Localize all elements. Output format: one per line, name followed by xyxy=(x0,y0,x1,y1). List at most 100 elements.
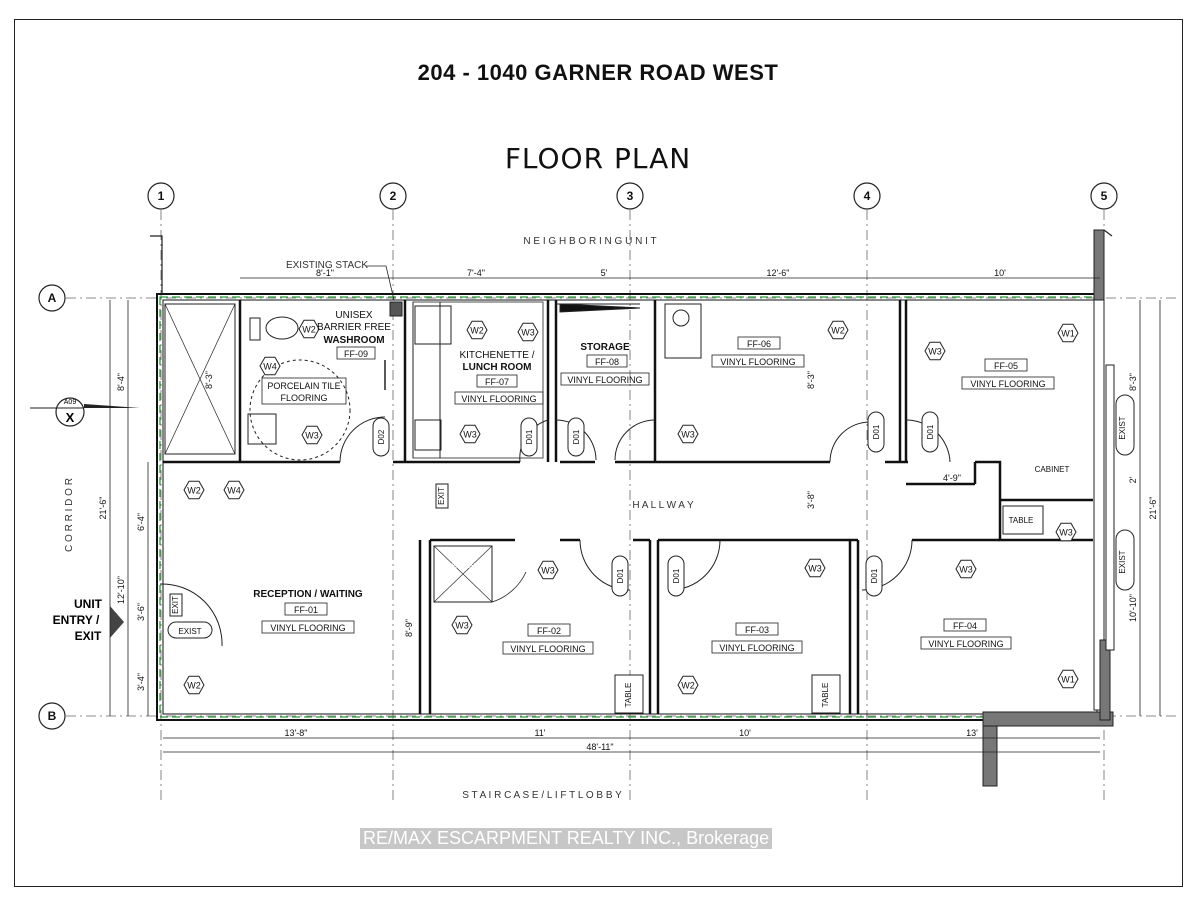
wall-tag-label-w2-0: W2 xyxy=(302,325,316,335)
office6-finish: VINYL FLOORING xyxy=(720,357,795,367)
washroom-finish-2: FLOORING xyxy=(280,393,327,403)
door-label-d01-g: D01 xyxy=(870,568,879,583)
dim-left-upper: 8'-4" xyxy=(116,373,126,391)
exist-label-2: EXIST xyxy=(1118,550,1127,573)
dim-bottom-2: 11' xyxy=(534,728,545,738)
wall-tag-w2-9 xyxy=(827,320,849,340)
kitchen-code: FF-07 xyxy=(485,377,509,387)
grid-label-b: B xyxy=(48,709,57,723)
door-label-d02: D02 xyxy=(377,429,386,444)
reception-code: FF-01 xyxy=(294,605,318,615)
dim-top-1: 8'-1" xyxy=(316,268,334,278)
shower: SHOWER xyxy=(433,545,527,603)
dim-top-5: 10' xyxy=(994,268,1006,278)
washroom-sink-icon xyxy=(247,413,277,445)
wall-tag-label-w3-8: W3 xyxy=(681,430,695,440)
dim-office6: 8'-3" xyxy=(806,371,816,389)
wall-tag-w3-14 xyxy=(451,615,473,635)
grid-bubble-b xyxy=(38,702,66,730)
dim-office2: 8'-9" xyxy=(404,619,414,637)
exit-label-entry: EXIT xyxy=(171,596,180,614)
floor-drain-icon xyxy=(672,309,690,327)
office5-code: FF-05 xyxy=(994,361,1018,371)
storage-finish: VINYL FLOORING xyxy=(567,375,642,385)
exit-sign-right-upper xyxy=(1115,394,1135,456)
door-tag-d01-storage xyxy=(567,417,585,457)
drawing-border xyxy=(14,19,1183,887)
grid-bubble-4 xyxy=(853,182,881,210)
wall-tag-w4-4 xyxy=(223,480,245,500)
door-tag-d01-office2 xyxy=(611,555,629,597)
unit-entry-3: EXIT xyxy=(75,629,102,643)
wall-tag-label-w3-15: W3 xyxy=(808,564,822,574)
wall-tag-w3-10 xyxy=(924,341,946,361)
storage-shelf xyxy=(559,303,641,313)
dimension-lines xyxy=(109,277,1161,753)
table-office3 xyxy=(811,674,841,714)
wall-tag-label-w2-17: W2 xyxy=(681,681,695,691)
toilet-icon xyxy=(265,316,299,340)
wall-tag-label-w2-3: W2 xyxy=(187,486,201,496)
washroom-name-2: BARRIER FREE xyxy=(317,322,391,333)
door-label-d01-d: D01 xyxy=(926,424,935,439)
shaft xyxy=(164,303,236,455)
toilet-tank-icon xyxy=(249,317,261,341)
office5-finish: VINYL FLOORING xyxy=(970,379,1045,389)
dim-right-outer: 21'-6" xyxy=(1148,497,1158,520)
finish-boundary xyxy=(159,296,1101,718)
section-ref: A09 xyxy=(64,399,77,406)
wall-tag-w3-13 xyxy=(537,560,559,580)
kitchen-name-1: KITCHENETTE / xyxy=(459,350,534,361)
shower-label: SHOWER xyxy=(447,563,479,570)
washroom-name-1: UNISEX xyxy=(335,310,373,321)
office4-code: FF-04 xyxy=(953,621,977,631)
dim-top-4: 12'-6" xyxy=(767,268,790,278)
wall-tag-label-w3-7: W3 xyxy=(463,430,477,440)
grid-bubble-1 xyxy=(147,182,175,210)
washroom-finish-1: PORCELAIN TILE xyxy=(267,381,340,391)
wall-tag-label-w2-5: W2 xyxy=(470,326,484,336)
door-label-d01-f: D01 xyxy=(672,568,681,583)
table-office2 xyxy=(614,674,644,714)
exit-box-entry xyxy=(169,593,183,617)
plan-title: FLOOR PLAN xyxy=(504,142,692,175)
watermark: RE/MAX ESCARPMENT REALTY INC., Brokerage xyxy=(360,828,773,849)
exit-sign-right-lower xyxy=(1115,529,1135,591)
grid-label-3: 3 xyxy=(627,189,634,203)
door-label-d01-b: D01 xyxy=(572,429,581,444)
door-tag-d01-kitchen xyxy=(520,417,538,457)
wall-tag-w3-2 xyxy=(301,425,323,445)
dim-top-2: 7'-4" xyxy=(467,268,485,278)
wall-tag-w2-18 xyxy=(183,675,205,695)
wall-tag-w3-15 xyxy=(804,558,826,578)
door-label-d01-a: D01 xyxy=(525,429,534,444)
dim-right-inner-3: 10'-10" xyxy=(1128,594,1138,622)
wall-tag-label-w3-13: W3 xyxy=(541,566,555,576)
dim-bottom-1: 13'-8" xyxy=(285,728,308,738)
existing-stack-label: EXISTING STACK xyxy=(286,260,368,271)
wall-tag-w2-3 xyxy=(183,480,205,500)
property-title: 204 - 1040 GARNER ROAD WEST xyxy=(417,60,779,85)
reception-finish: VINYL FLOORING xyxy=(270,623,345,633)
exit-label-hallway: EXIT xyxy=(437,487,446,505)
kitchen-sink-icon xyxy=(414,419,442,451)
wall-tag-label-w2-18: W2 xyxy=(187,681,201,691)
unit-entry: UNIT ENTRY / EXIT xyxy=(53,597,124,643)
office4-finish: VINYL FLOORING xyxy=(928,639,1003,649)
grid-bubble-5 xyxy=(1090,182,1118,210)
structural-walls xyxy=(982,229,1114,787)
exit-box-hallway xyxy=(435,483,449,509)
wall-tag-label-w3-16: W3 xyxy=(959,565,973,575)
unit-entry-2: ENTRY / xyxy=(53,613,100,627)
dim-right-inner-2: 2' xyxy=(1128,476,1138,483)
office3-code: FF-03 xyxy=(745,625,769,635)
dim-right-inner-1: 8'-3" xyxy=(1128,373,1138,391)
wall-tag-w1-19 xyxy=(1057,669,1079,689)
dim-left-inner-2: 12'-10" xyxy=(116,576,126,604)
exist-label-entry: EXIST xyxy=(178,627,201,636)
door-tag-d02 xyxy=(372,417,390,457)
office6-code: FF-06 xyxy=(747,339,771,349)
dim-bottom-3: 10' xyxy=(739,728,751,738)
